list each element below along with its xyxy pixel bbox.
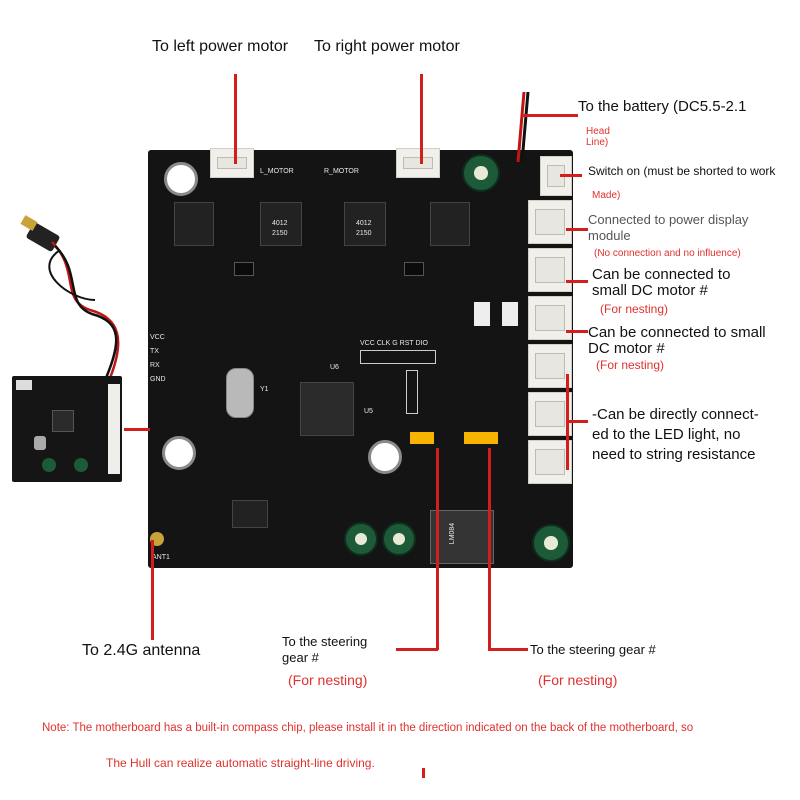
callout-line [488,448,491,650]
left-motor-label: To left power motor [152,38,289,55]
uart-header [406,370,418,414]
power-display-note: (No connection and no influence) [594,248,741,259]
crystal [226,368,254,418]
dc-jack-cable [0,0,140,390]
dc-cable-icon [20,215,120,379]
capacitor [532,524,570,562]
capacitor [344,522,378,556]
u5-silk: U5 [364,408,373,415]
dc-motor-b-label-1: Can be connected to small [588,324,766,341]
led-label-2: ed to the LED light, no [592,426,741,443]
switch-made-label: Made) [592,190,621,201]
dc-motor-a-note: (For nesting) [600,302,669,316]
steering-left-label-1: To the steering [282,634,368,649]
side-connector [528,344,572,388]
pin-label: RX [150,362,160,369]
chip-mark: 4012 [272,220,288,227]
steering-right-note: (For nesting) [538,672,618,688]
callout-line [396,648,438,651]
callout-line [560,174,582,177]
compass-note: Note: The motherboard has a built-in com… [42,722,694,734]
left-motor-connector [210,148,254,178]
right-motor-label: To right power motor [314,38,460,55]
callout-line [234,74,237,164]
mosfet [344,202,386,246]
callout-line [420,74,423,164]
ant1-silk: ANT1 [152,554,170,561]
callout-line [422,768,425,778]
steering-left-note: (For nesting) [288,672,368,688]
callout-line [566,420,588,423]
mcu-chip [300,382,354,436]
dc-motor-b-label-2: DC motor # [588,340,665,357]
callout-line [566,280,588,283]
l-motor-silk: L_MOTOR [260,168,294,175]
mount-hole [368,440,402,474]
callout-line [124,428,150,431]
callout-line [566,330,588,333]
u6-silk: U6 [330,364,339,371]
right-motor-connector [396,148,440,178]
side-connector [528,296,572,340]
swd-header-silk: VCC CLK G RST DIO [360,340,428,347]
mosfet [260,202,302,246]
callout-line [522,114,578,117]
motherboard: L_MOTOR R_MOTOR 4012 2150 4012 2150 VCC … [148,148,573,568]
mount-hole [164,162,198,196]
side-connector [528,248,572,292]
thumbnail-board [12,376,122,482]
hull-note: The Hull can realize automatic straight-… [106,756,375,770]
switch-on-label: Switch on (must be shorted to work [588,164,776,178]
callout-line [566,228,588,231]
r-motor-silk: R_MOTOR [324,168,359,175]
chip-mark: 2150 [356,230,372,237]
side-connector [528,392,572,436]
head-line-label: Head Line) [586,126,610,148]
y1-silk: Y1 [260,386,269,393]
mosfet [430,202,470,246]
led-label-1: -Can be directly connect- [592,406,759,423]
servo-pin-right [464,432,498,444]
pin-label: VCC [150,334,165,341]
side-connector [528,200,572,244]
chip-mark: 2150 [272,230,288,237]
capacitor [382,522,416,556]
dc-motor-a-label-1: Can be connected to [592,266,731,283]
steering-left-label-2: gear # [282,650,319,665]
antenna-label: To 2.4G antenna [82,642,201,659]
battery-wire-icon [516,91,530,163]
mosfet [174,202,214,246]
dc-motor-a-label-2: small DC motor # [592,282,708,299]
pin-label: TX [150,348,159,355]
callout-line [151,540,154,640]
compass-chip [232,500,268,528]
callout-line [436,448,439,650]
side-connector [528,440,572,484]
led-label-3: need to string resistance [592,446,756,463]
callout-line [488,648,528,651]
capacitor [462,154,500,192]
chip-mark: 4012 [356,220,372,227]
battery-wire [508,91,538,172]
reg-silk: LM084 [449,522,457,545]
pin-label: GND [150,376,166,383]
dc-motor-b-note: (For nesting) [596,358,665,372]
regulator [430,510,494,564]
power-display-label-2: module [588,228,631,243]
swd-header [360,350,436,364]
servo-pin-left [410,432,434,444]
steering-right-label: To the steering gear # [530,642,656,657]
battery-label: To the battery (DC5.5-2.1 [578,98,747,115]
mount-hole [162,436,196,470]
power-display-label-1: Connected to power display [588,212,749,227]
